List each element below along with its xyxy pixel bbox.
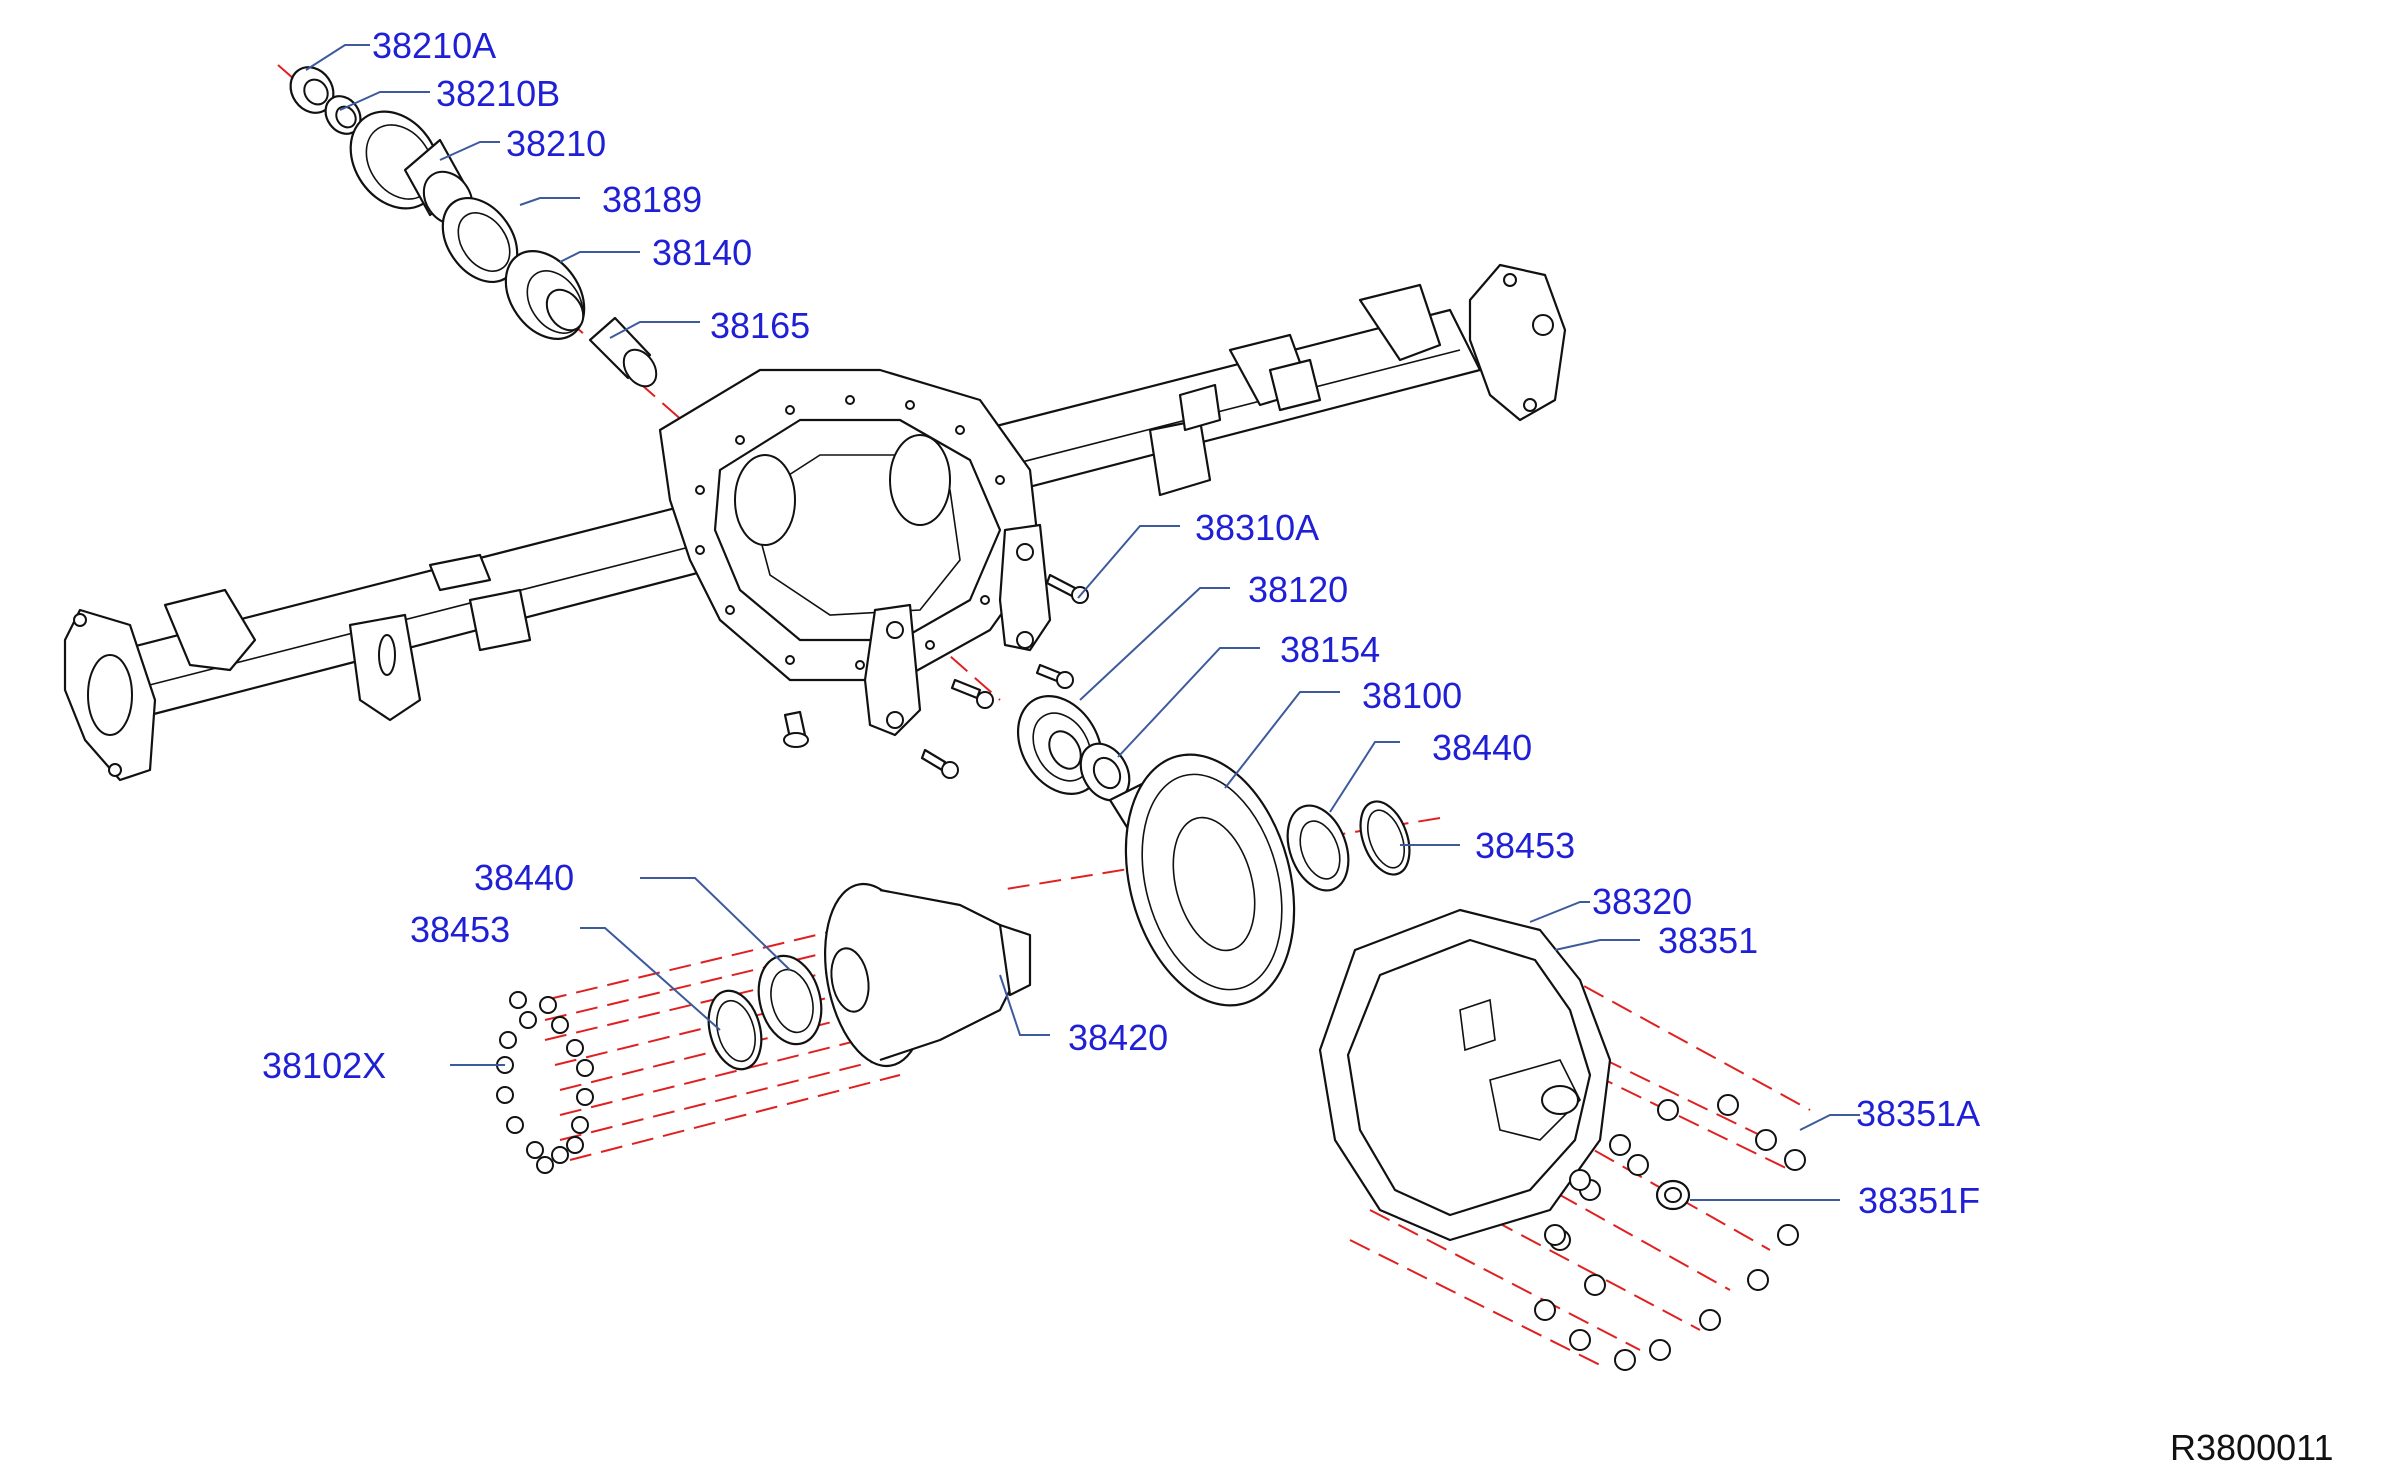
label-38210[interactable]: 38210 [506,123,606,164]
rear-cover [1318,908,1806,1371]
label-38102X[interactable]: 38102X [262,1045,386,1086]
label-38189[interactable]: 38189 [602,179,702,220]
label-38453-right[interactable]: 38453 [1475,825,1575,866]
label-38351A[interactable]: 38351A [1856,1093,1980,1134]
label-38140[interactable]: 38140 [652,232,752,273]
differential-case [707,882,1032,1071]
label-38440-left[interactable]: 38440 [474,857,574,898]
ring-gear-bolts [496,991,594,1174]
label-38420[interactable]: 38420 [1068,1017,1168,1058]
label-38165[interactable]: 38165 [710,305,810,346]
label-38120[interactable]: 38120 [1248,569,1348,610]
label-38210A[interactable]: 38210A [372,25,496,66]
label-38440-right[interactable]: 38440 [1432,727,1532,768]
label-38100[interactable]: 38100 [1362,675,1462,716]
label-38351[interactable]: 38351 [1658,920,1758,961]
label-38210B[interactable]: 38210B [436,73,560,114]
label-38351F[interactable]: 38351F [1858,1180,1980,1221]
label-38310A[interactable]: 38310A [1195,507,1319,548]
label-38320[interactable]: 38320 [1592,881,1692,922]
pinion-gear-set [1016,695,1411,1007]
leader-lines [305,44,1860,1201]
axle-housing [63,263,1567,782]
label-38154[interactable]: 38154 [1280,629,1380,670]
part-labels: 38210A 38210B 38210 38189 38140 38165 38… [262,25,2333,1468]
bearing-caps [863,523,1089,779]
diagram-reference-code: R3800011 [2170,1427,2333,1468]
label-38453-left[interactable]: 38453 [410,909,510,950]
